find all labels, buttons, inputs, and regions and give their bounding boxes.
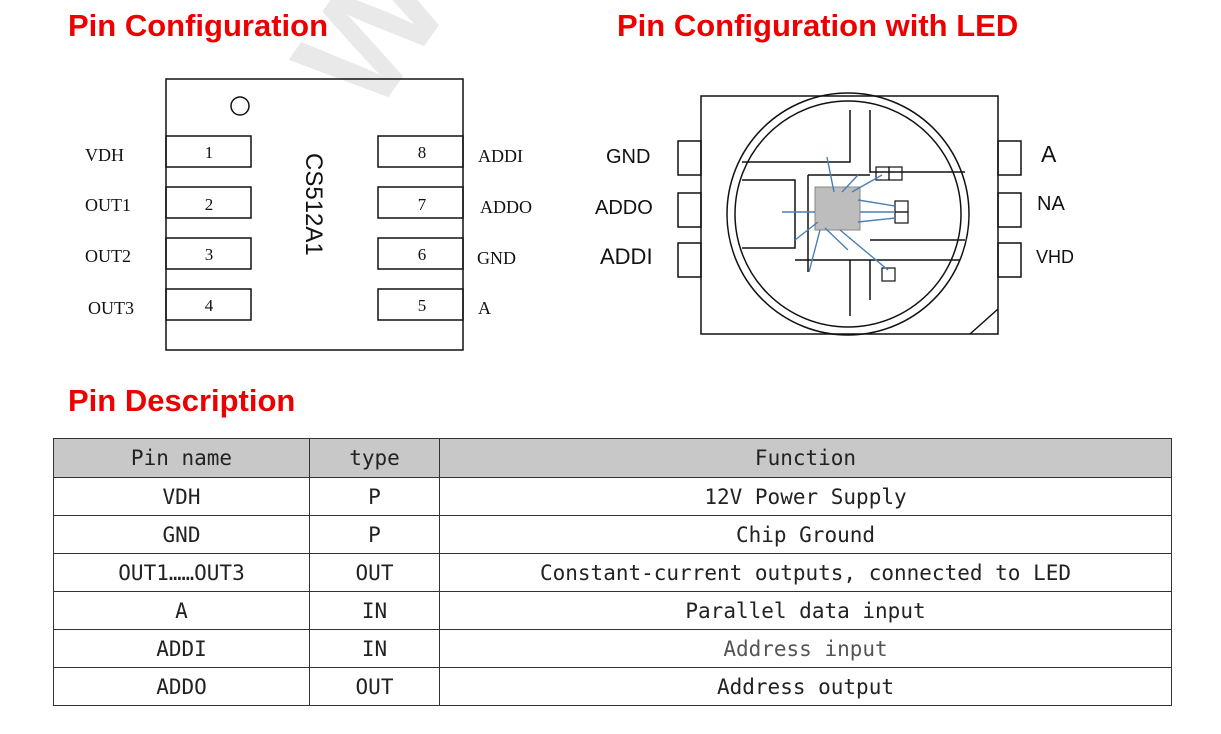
led-pad-addo	[677, 192, 702, 228]
led-label-na: NA	[1037, 193, 1065, 215]
col-header-pin-name: Pin name	[53, 438, 310, 478]
cell-pin-name: ADDO	[53, 667, 310, 706]
led-outer-ring	[726, 92, 970, 336]
pin-pad-2	[165, 186, 252, 219]
cell-function: Parallel data input	[439, 591, 1172, 630]
table-row: A IN Parallel data input	[53, 591, 1172, 630]
cell-pin-name: VDH	[53, 477, 310, 516]
pin-pad-5	[377, 288, 464, 321]
led-label-vhd: VHD	[1036, 247, 1074, 267]
cell-function: Constant-current outputs, connected to L…	[439, 553, 1172, 592]
pin-pad-8	[377, 135, 464, 168]
pin-pad-7	[377, 186, 464, 219]
pin-label-addo: ADDO	[480, 197, 532, 217]
pin-diagrams: 1 2 3 4 8 7 6 5 VDH OUT1 OUT2 OUT3 ADDI …	[85, 78, 1074, 351]
led-chip-4	[894, 211, 909, 224]
led-chip-5	[881, 267, 896, 282]
pin-label-a: A	[478, 298, 491, 318]
table-row: VDH P 12V Power Supply	[53, 477, 1172, 516]
pin-num-8: 8	[418, 143, 427, 162]
led-inner-ring	[734, 100, 962, 328]
cell-pin-name: OUT1……OUT3	[53, 553, 310, 592]
pin1-marker	[230, 96, 250, 116]
table-row: OUT1……OUT3 OUT Constant-current outputs,…	[53, 553, 1172, 592]
pin-description-table: Pin name type Function VDH P 12V Power S…	[53, 438, 1172, 706]
pin-num-6: 6	[418, 245, 427, 264]
led-corner-mark	[969, 308, 999, 335]
cell-pin-name: ADDI	[53, 629, 310, 668]
pin-label-vdh: VDH	[85, 145, 124, 165]
led-chip-2	[888, 166, 903, 181]
cell-function: Chip Ground	[439, 515, 1172, 554]
cell-type: P	[309, 515, 440, 554]
cell-type: IN	[309, 629, 440, 668]
table-header-row: Pin name type Function	[53, 438, 1172, 478]
cell-function: Address output	[439, 667, 1172, 706]
pin-label-addi: ADDI	[478, 146, 523, 166]
led-pad-a	[997, 140, 1022, 176]
pin-description-heading: Pin Description	[68, 383, 296, 418]
pin-label-out3: OUT3	[88, 298, 134, 318]
led-chip-3	[894, 200, 909, 213]
lead-frame	[742, 110, 965, 316]
bond-wires	[782, 156, 896, 273]
cell-pin-name: A	[53, 591, 310, 630]
pin-num-5: 5	[418, 296, 427, 315]
led-label-addo: ADDO	[595, 197, 653, 219]
cell-pin-name: GND	[53, 515, 310, 554]
cell-type: P	[309, 477, 440, 516]
pin-num-2: 2	[205, 195, 214, 214]
led-pad-gnd	[677, 140, 702, 176]
table-row: ADDI IN Address input	[53, 629, 1172, 668]
pin-label-out1: OUT1	[85, 195, 131, 215]
pin-config-heading: Pin Configuration	[68, 8, 329, 43]
led-package	[677, 92, 1022, 336]
table-row: ADDO OUT Address output	[53, 667, 1172, 706]
chip-name: CS512A1	[300, 153, 327, 256]
led-label-a: A	[1041, 141, 1057, 167]
cell-function: 12V Power Supply	[439, 477, 1172, 516]
pin-config-led-heading: Pin Configuration with LED	[617, 8, 1019, 43]
led-pad-addi	[677, 242, 702, 278]
pin-label-out2: OUT2	[85, 246, 131, 266]
led-die	[814, 186, 861, 231]
pin-label-gnd: GND	[477, 248, 516, 268]
chip-package	[165, 78, 464, 351]
table-row: GND P Chip Ground	[53, 515, 1172, 554]
cell-type: OUT	[309, 553, 440, 592]
led-pad-vhd	[997, 242, 1022, 278]
pin-pad-1	[165, 135, 252, 168]
cell-function: Address input	[439, 629, 1172, 668]
led-pad-na	[997, 192, 1022, 228]
pin-num-4: 4	[205, 296, 214, 315]
cell-type: IN	[309, 591, 440, 630]
led-label-gnd: GND	[606, 146, 650, 168]
pin-num-3: 3	[205, 245, 214, 264]
pin-num-7: 7	[418, 195, 427, 214]
col-header-function: Function	[439, 438, 1172, 478]
pin-pad-4	[165, 288, 252, 321]
pin-pad-6	[377, 237, 464, 270]
pin-num-1: 1	[205, 143, 214, 162]
cell-type: OUT	[309, 667, 440, 706]
pin-pad-3	[165, 237, 252, 270]
led-label-addi: ADDI	[600, 244, 653, 269]
col-header-type: type	[309, 438, 440, 478]
